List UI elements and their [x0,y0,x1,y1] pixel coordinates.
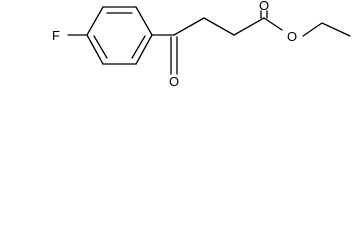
molecule-canvas: F O O O [52,0,351,89]
ester-ether-oxygen-label: O [287,29,297,44]
ring-bond [135,34,153,65]
skeletal-structure: F O O O [52,0,351,89]
fluorine-label: F [52,28,60,43]
chain-bond [233,17,265,36]
ester-single-bond [263,17,283,31]
ring-bond [86,6,104,36]
chain-bond [173,17,205,36]
ethyl-bond [321,22,351,37]
ethyl-bond [302,22,323,37]
ring-bond [86,34,104,65]
ring-double-bond [93,35,108,59]
ketone-oxygen-label: O [169,74,179,89]
ring-bond [135,6,153,36]
chain-bond [203,17,235,36]
ring-double-bond [131,35,146,59]
ester-carbonyl-oxygen-label: O [259,0,269,13]
